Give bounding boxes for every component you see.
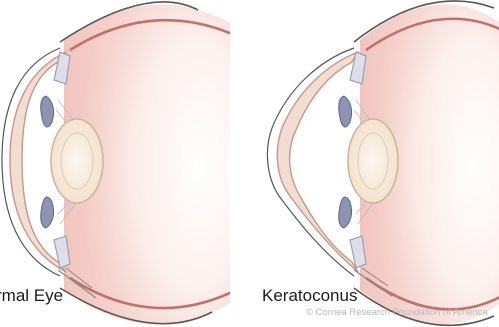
iris-top (339, 96, 352, 127)
keratoconus-eye-diagram (258, 0, 499, 327)
keratoconus-label: Keratoconus (262, 286, 357, 306)
iris-top (41, 96, 54, 127)
iris-bottom (339, 197, 352, 228)
lens-capsule (348, 119, 398, 203)
normal-eye-diagram (0, 0, 230, 327)
lens (348, 119, 398, 203)
copyright-credit: © Cornea Research Foundation of America (306, 307, 488, 318)
lens (51, 119, 103, 203)
normal-eye-label: rmal Eye (0, 286, 63, 306)
cornea (267, 48, 358, 276)
iris-bottom (41, 197, 54, 228)
lens-capsule (51, 119, 103, 203)
cornea-cone (277, 52, 358, 272)
